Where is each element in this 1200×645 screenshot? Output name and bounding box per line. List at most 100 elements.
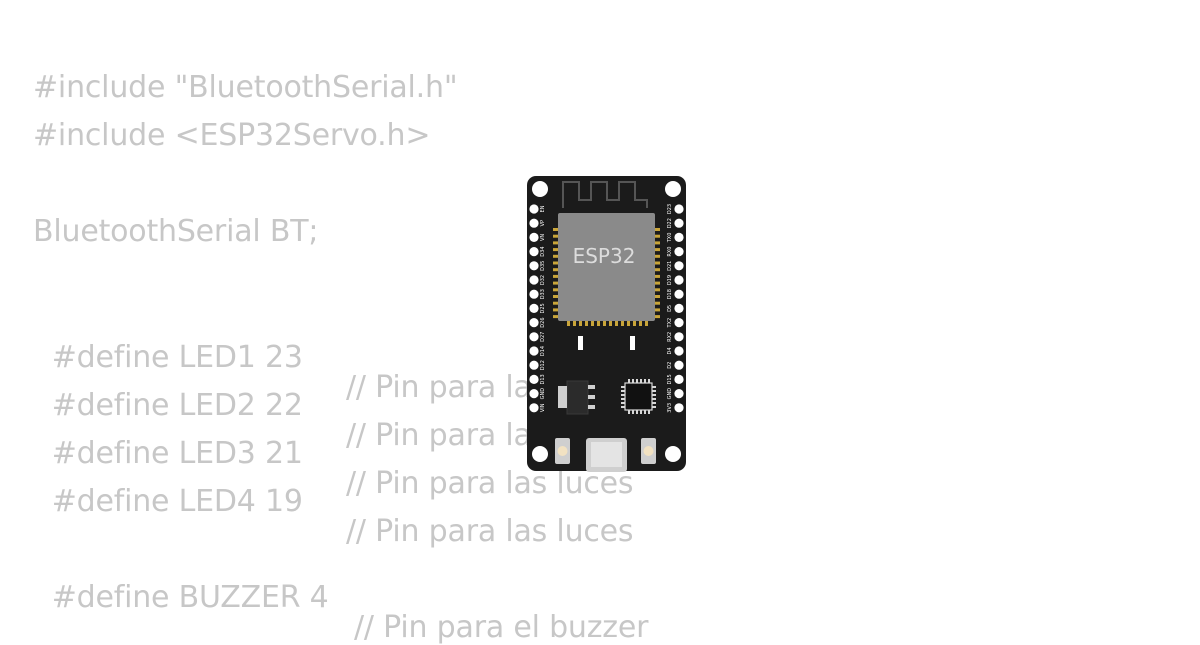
code-line-define-led3: #define LED3 21 // Pin para las luces (33, 409, 634, 499)
chip-lead (636, 379, 638, 383)
module-pad (553, 308, 558, 312)
code-line-include-servo: #include <ESP32Servo.h> (33, 118, 431, 153)
header-pin-gnd[interactable] (674, 389, 684, 399)
en-button[interactable] (555, 438, 570, 464)
antenna-trace (562, 181, 648, 208)
chip-lead (621, 406, 625, 408)
chip-lead (652, 398, 656, 400)
header-pin-d27[interactable] (529, 332, 539, 342)
header-pin-d5[interactable] (674, 303, 684, 313)
chip-lead (621, 402, 625, 404)
header-pin-d19[interactable] (674, 275, 684, 285)
esp32-chip (558, 213, 655, 321)
chip-lead (621, 386, 625, 388)
module-pad (579, 321, 582, 326)
module-pad (553, 261, 558, 265)
chip-lead (652, 406, 656, 408)
header-pin-vn[interactable] (529, 232, 539, 242)
module-pad (655, 261, 660, 265)
module-pad (553, 274, 558, 278)
module-pad (655, 288, 660, 292)
module-pad (655, 228, 660, 231)
header-pin-d15[interactable] (674, 374, 684, 384)
header-pin-rx0[interactable] (674, 247, 684, 257)
header-pin-d13[interactable] (529, 374, 539, 384)
module-pad (553, 268, 558, 272)
header-pin-d32[interactable] (529, 275, 539, 285)
header-pin-3v3[interactable] (674, 403, 684, 413)
module-pad (553, 295, 558, 298)
chip-lead (652, 402, 656, 404)
module-pad (645, 321, 648, 326)
header-pin-vp[interactable] (529, 218, 539, 228)
pin-label: D32 (540, 275, 546, 285)
module-pad (553, 228, 558, 231)
module-pad (655, 274, 660, 278)
pin-label: RX0 (667, 247, 673, 257)
header-pin-d33[interactable] (529, 289, 539, 299)
header-pin-d23[interactable] (674, 204, 684, 214)
header-pin-d35[interactable] (529, 261, 539, 271)
module-pad (655, 315, 660, 319)
micro-usb-port[interactable] (586, 438, 627, 472)
header-pin-d2[interactable] (674, 360, 684, 370)
esp32-board[interactable]: ESP32 ENVPVND34D35D32D33D25D26D27D14D12D… (527, 176, 687, 472)
comment-buzzer: // Pin para el buzzer (354, 610, 649, 645)
module-pad (609, 321, 612, 326)
pin-label: D4 (667, 347, 673, 354)
pin-label: D18 (667, 289, 673, 299)
left-pin-header: ENVPVND34D35D32D33D25D26D27D14D12D13GNDV… (529, 204, 546, 413)
chip-lead (632, 410, 634, 414)
mounting-hole (665, 446, 681, 462)
module-pad (597, 321, 600, 326)
mounting-hole (532, 181, 548, 197)
header-pin-d12[interactable] (529, 360, 539, 370)
header-pin-rx2[interactable] (674, 332, 684, 342)
module-pad (603, 321, 606, 326)
module-pad (655, 295, 660, 298)
header-pin-d18[interactable] (674, 289, 684, 299)
right-pin-header: D23D22TX0RX0D21D19D18D5TX2RX2D4D2D15GND3… (667, 204, 684, 413)
header-pin-tx0[interactable] (674, 232, 684, 242)
module-pad (553, 234, 558, 238)
module-pad (553, 281, 558, 285)
chip-lead (652, 390, 656, 392)
module-pad (655, 301, 660, 305)
header-pin-d26[interactable] (529, 318, 539, 328)
header-pin-tx2[interactable] (674, 318, 684, 328)
chip-lead (644, 379, 646, 383)
pin-label: D35 (540, 261, 546, 271)
boot-button[interactable] (641, 438, 656, 464)
header-pin-vin[interactable] (529, 403, 539, 413)
smd-resistor (630, 336, 635, 350)
pin-label: D27 (540, 332, 546, 342)
module-pad (655, 248, 660, 252)
chip-lead (648, 410, 650, 414)
header-pin-d21[interactable] (674, 261, 684, 271)
header-pin-d14[interactable] (529, 346, 539, 356)
voltage-regulator (558, 380, 595, 415)
mounting-hole (532, 446, 548, 462)
module-pad (639, 321, 642, 326)
smd-resistor (578, 336, 583, 350)
module-pad (553, 301, 558, 305)
header-pin-en[interactable] (529, 204, 539, 214)
define-led2: #define LED2 22 (51, 388, 303, 423)
pin-label: D34 (540, 246, 546, 256)
module-pad (655, 308, 660, 312)
pin-label: D25 (540, 303, 546, 313)
chip-lead (621, 394, 625, 396)
header-pin-d25[interactable] (529, 303, 539, 313)
header-pin-d4[interactable] (674, 346, 684, 356)
pin-label: D19 (667, 275, 673, 285)
pin-label: VP (540, 220, 546, 226)
pin-label: TX0 (667, 233, 673, 244)
header-pin-d34[interactable] (529, 247, 539, 257)
module-pad (655, 281, 660, 285)
module-pad (655, 268, 660, 272)
header-pin-d22[interactable] (674, 218, 684, 228)
module-pad (567, 321, 570, 326)
mounting-hole (665, 181, 681, 197)
pin-label: TX2 (667, 318, 673, 329)
header-pin-gnd[interactable] (529, 389, 539, 399)
